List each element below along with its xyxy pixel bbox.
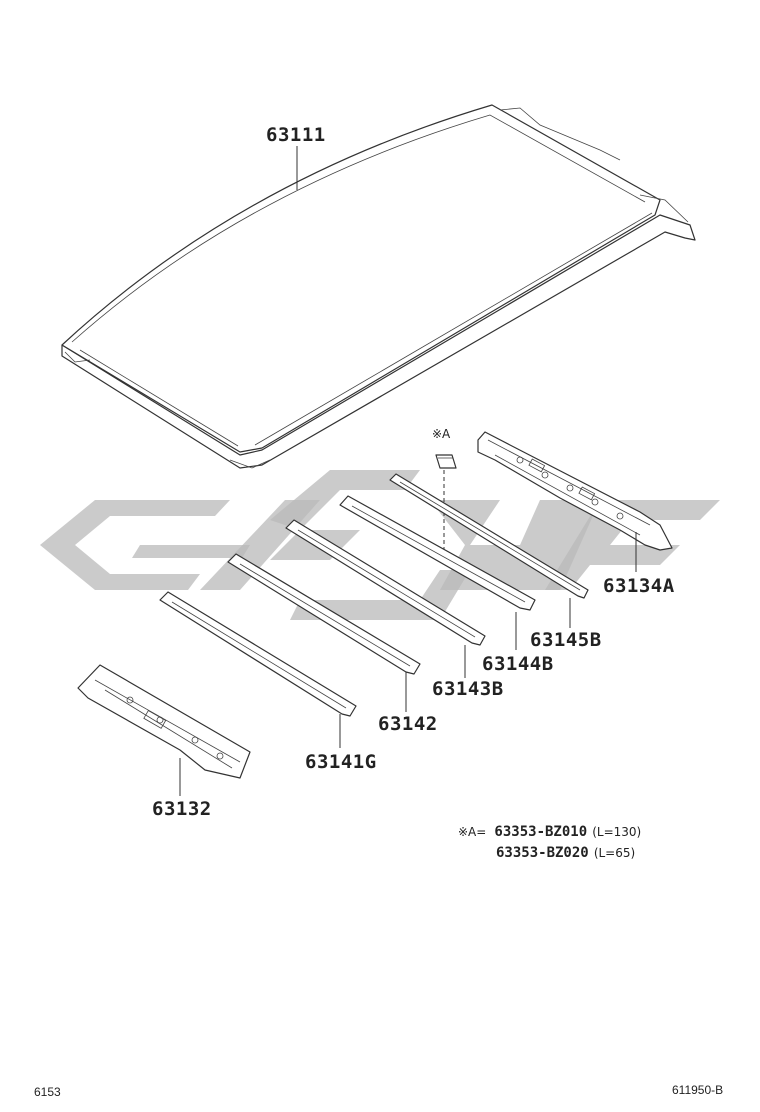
brand-watermark-logo xyxy=(40,470,720,620)
note-prefix: ※A= xyxy=(458,825,486,839)
note-part-1: 63353-BZ010 xyxy=(494,824,587,840)
label-rear-header: 63132 xyxy=(152,798,212,820)
front-roof-header xyxy=(477,431,673,551)
rear-roof-header xyxy=(77,664,251,779)
note-length-1: (L=130) xyxy=(592,825,641,839)
label-bow-63141g: 63141G xyxy=(305,751,377,773)
svg-text:63353-BZ020 (L=65): 63353-BZ020 (L=65) xyxy=(496,842,635,861)
svg-text:※A= 63353-BZ010 (L: ※A= 63353-BZ010 (L=130) xyxy=(458,821,641,840)
label-bow-63143b: 63143B xyxy=(432,678,504,700)
label-bow-63145b: 63145B xyxy=(530,629,602,651)
label-bow-63144b: 63144B xyxy=(482,653,554,675)
roof-bow-63144b xyxy=(339,495,536,611)
footer-right-code: 611950-B xyxy=(672,1083,723,1097)
leader-lines xyxy=(179,146,637,796)
roof-bow-63142 xyxy=(227,553,421,675)
label-callout-a: ※A xyxy=(432,427,451,441)
spacer-a xyxy=(435,454,457,469)
roof-panel xyxy=(61,104,696,469)
label-front-header: 63134A xyxy=(603,575,675,597)
label-bow-63142: 63142 xyxy=(378,713,438,735)
spacer-note: ※A= 63353-BZ010 (L=130) 63353-BZ020 (L=6… xyxy=(458,821,641,861)
note-part-2: 63353-BZ020 xyxy=(496,845,589,861)
roof-bow-63141g xyxy=(159,591,357,717)
note-length-2: (L=65) xyxy=(594,846,635,860)
footer-left-code: 6153 xyxy=(34,1085,61,1099)
label-roof-panel: 63111 xyxy=(266,124,326,146)
roof-bow-63143b xyxy=(285,519,486,646)
roof-bow-63145b xyxy=(389,473,589,599)
